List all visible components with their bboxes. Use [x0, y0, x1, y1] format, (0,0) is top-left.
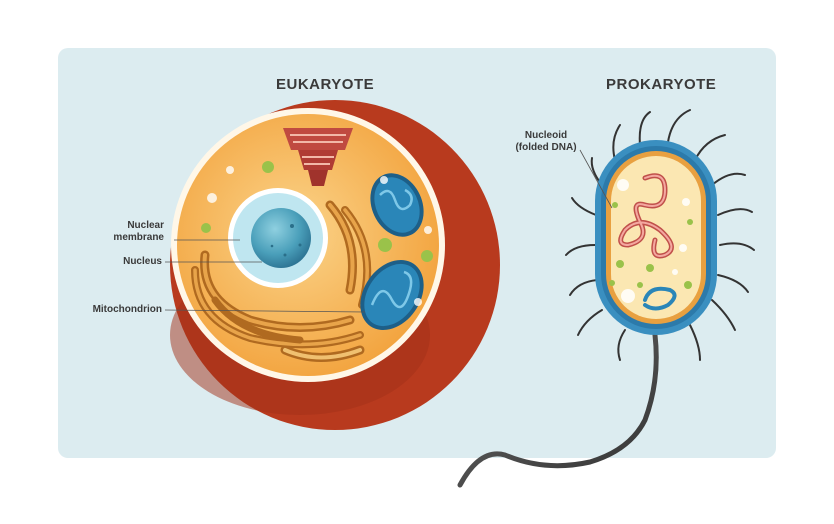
nucleoid-label-line1: Nucleoid: [524, 130, 568, 141]
nuclear-membrane-label-line2: membrane: [113, 232, 164, 243]
mitochondrion-label: Mitochondrion: [92, 304, 162, 315]
eukaryote-title: EUKARYOTE: [276, 76, 375, 93]
prokaryote-title: PROKARYOTE: [606, 76, 717, 93]
bacterium-cytoplasm: [611, 156, 701, 319]
nucleoid-label: Nucleoid (folded DNA): [506, 130, 586, 154]
mitochondrion-upper: [370, 173, 424, 237]
golgi-apparatus: [283, 128, 353, 186]
eukaryote-cell: [164, 100, 500, 430]
bacterium-granules: [609, 179, 693, 303]
nucleus-label: Nucleus: [123, 256, 162, 267]
cytoplasm-granules: [201, 161, 433, 306]
nucleus: [251, 208, 311, 268]
plasmid: [643, 286, 677, 311]
prokaryote-cell: [457, 109, 755, 488]
nuclear-membrane-label: Nuclear membrane: [94, 220, 164, 244]
mitochondrion-lower: [360, 259, 424, 331]
nucleoid-label-line2: (folded DNA): [515, 142, 577, 153]
nucleoid: [618, 173, 674, 259]
nuclear-membrane-label-line1: Nuclear: [127, 220, 164, 231]
flagellum: [457, 332, 659, 488]
